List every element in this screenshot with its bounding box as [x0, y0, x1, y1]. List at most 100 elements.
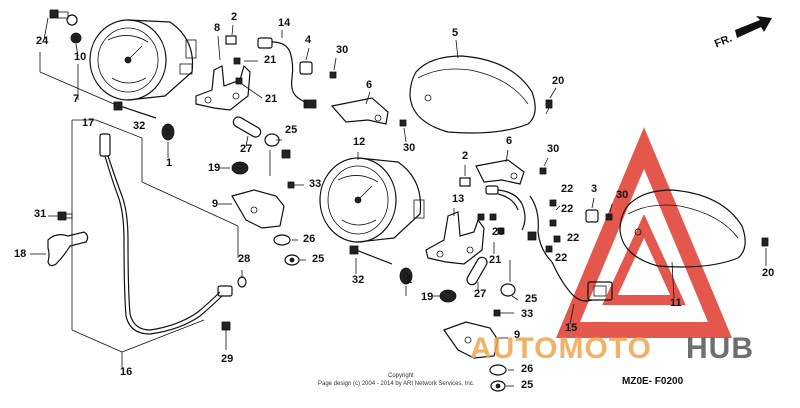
part-label-5: 5 [452, 27, 458, 39]
part-label-25b: 25 [312, 253, 324, 265]
screw-21-top [233, 57, 263, 99]
part-label-22b: 22 [561, 203, 573, 215]
screw-33-top [287, 181, 304, 189]
part-label-21b: 21 [265, 93, 277, 105]
spacer-27-mid [466, 256, 488, 290]
harness-mid [485, 185, 553, 263]
part-label-33a: 33 [309, 178, 321, 190]
part-label-25a: 25 [285, 124, 297, 136]
part-label-20a: 20 [552, 75, 564, 87]
part-label-2b: 2 [462, 150, 468, 162]
part-label-26b: 26 [521, 363, 533, 375]
visor-11 [619, 189, 746, 299]
bolt-32-top [113, 101, 157, 119]
copyright-line-2: Page design (c) 2004 - 2014 by ARI Netwo… [318, 381, 475, 387]
part-label-30c: 30 [547, 143, 559, 155]
part-label-21c: 21 [489, 254, 501, 266]
part-label-21a: 21 [264, 54, 276, 66]
clip-2-mid [459, 165, 471, 187]
visor-5 [409, 39, 536, 134]
part-label-3: 3 [591, 183, 597, 195]
part-label-4: 4 [305, 34, 312, 46]
part-label-6b: 6 [506, 135, 512, 147]
watermark-triangle-inner [602, 214, 686, 305]
part-label-19b: 19 [421, 291, 433, 303]
part-label-8: 8 [214, 22, 220, 34]
part-label-13: 13 [452, 193, 464, 205]
screw-30-mid [399, 119, 407, 143]
watermark-word-b: HUB [686, 332, 754, 365]
screw-33-mid [493, 309, 514, 317]
part-label-25c: 25 [525, 293, 537, 305]
diagram-code: MZ0E- F0200 [622, 376, 684, 387]
part-label-1b: 1 [406, 274, 412, 286]
rubber-19-top [220, 161, 249, 175]
part-label-22c: 22 [567, 232, 579, 244]
part-label-17: 17 [82, 117, 94, 129]
speedometer-cable-16 [99, 133, 233, 335]
part-label-23: 23 [492, 226, 504, 238]
grommet-4-top [299, 47, 313, 75]
part-label-18: 18 [14, 248, 26, 260]
nut-25-mid [490, 380, 514, 392]
screw-30-top [329, 57, 337, 79]
part-label-6a: 6 [366, 79, 372, 91]
front-direction-arrow: FR. [713, 16, 772, 50]
part-label-31: 31 [34, 208, 46, 220]
bracket-8-top [195, 35, 251, 111]
part-label-15: 15 [565, 322, 577, 334]
part-label-11: 11 [670, 297, 682, 309]
bracket-9-top [218, 189, 285, 229]
nut-25-top [284, 254, 306, 266]
part-label-16: 16 [120, 366, 132, 378]
front-label: FR. [713, 32, 734, 50]
copyright-line-1: Copyright [388, 373, 414, 379]
screw-20-top [545, 87, 557, 115]
clip-2-top [225, 24, 237, 45]
part-label-30a: 30 [336, 44, 348, 56]
bolt-32-mid [349, 245, 393, 274]
part-label-1a: 1 [166, 157, 172, 169]
part-label-24a: 24 [36, 35, 49, 47]
watermark-logo [555, 127, 733, 338]
part-label-32b: 32 [352, 274, 364, 286]
collar-1-top [161, 123, 175, 158]
part-label-22d: 22 [555, 252, 567, 264]
part-label-25d: 25 [521, 379, 533, 391]
washer-25-mid [500, 260, 519, 301]
screw-21-mid [477, 213, 505, 254]
screw-22-mid [545, 199, 561, 253]
part-label-7: 7 [73, 93, 79, 105]
part-label-19a: 19 [208, 162, 220, 174]
part-label-30d: 30 [616, 189, 628, 201]
part-label-9a: 9 [212, 198, 218, 210]
screw-20-mid [761, 237, 769, 266]
screw-29 [221, 321, 231, 350]
part-label-10: 10 [74, 51, 86, 63]
bracket-9-mid [443, 321, 508, 359]
part-label-26a: 26 [303, 233, 315, 245]
clamp-18 [30, 231, 89, 267]
screw-31 [48, 211, 73, 221]
wire-14-top [257, 30, 317, 109]
part-label-9b: 9 [514, 329, 520, 341]
washer-26-mid [489, 364, 514, 376]
speedometer-assembly-mid [319, 152, 425, 243]
collar-1-mid [399, 267, 413, 296]
part-label-27b: 27 [474, 288, 486, 300]
grommet-3-mid [585, 197, 599, 223]
part-label-30b: 30 [403, 142, 415, 154]
part-label-28: 28 [238, 253, 250, 265]
part-label-12: 12 [353, 136, 365, 148]
screw-30-mid-b [539, 157, 549, 175]
part-label-29: 29 [221, 353, 233, 365]
screw-30-mid-c [605, 203, 613, 221]
part-label-27a: 27 [240, 143, 252, 155]
cable-outline [71, 119, 239, 368]
connector-15 [551, 261, 613, 325]
washer-25-top [264, 133, 291, 159]
washer-26-top [273, 234, 298, 246]
watermark-word-a: AUTOMOTO [470, 332, 652, 365]
part-label-20b: 20 [762, 267, 774, 279]
